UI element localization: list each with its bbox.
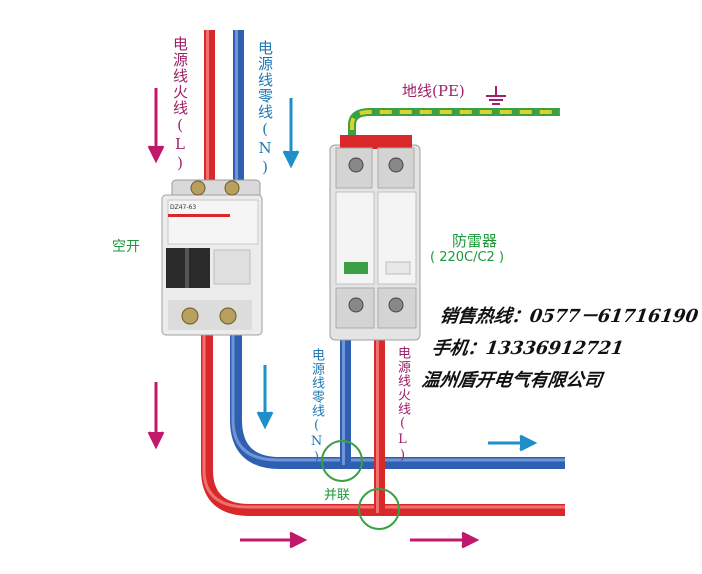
live-wire-top-label: 电源线火线(L)	[171, 36, 189, 173]
ground-icon	[486, 86, 506, 105]
protector-label: 防雷器	[452, 232, 498, 250]
neutral-junction-circle	[321, 440, 363, 482]
mobile-number: 手机：13336912721	[430, 338, 626, 359]
ground-label: 地线(PE)	[402, 82, 465, 100]
ground-wire	[348, 108, 560, 150]
parallel-label: 并联	[324, 488, 351, 503]
live-wire-bottom-label: 电源线火线(L)	[395, 346, 410, 464]
protector-model-label: ( 220C/C2 )	[430, 250, 505, 265]
neutral-wire-bottom-label: 电源线零线(N)	[309, 348, 324, 466]
neutral-wire-top-label: 电源线零线(N)	[256, 40, 274, 177]
live-junction-circle	[358, 488, 400, 530]
output-wires	[201, 320, 565, 516]
sales-hotline: 销售热线：0577－61716190	[438, 306, 700, 327]
direction-arrows	[147, 88, 538, 549]
company-name: 温州盾开电气有限公司	[420, 370, 604, 391]
breaker-input-wires	[204, 30, 244, 190]
breaker-model-label: DZ47-63	[170, 204, 197, 211]
surge-protector	[329, 135, 421, 341]
breaker-label: 空开	[112, 239, 140, 255]
circuit-breaker	[161, 179, 263, 336]
